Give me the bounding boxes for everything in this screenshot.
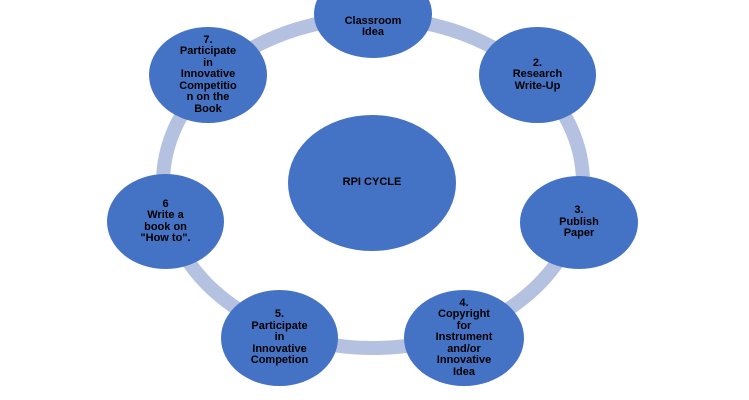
step-node-write-book: 6 Write a book on "How to".: [107, 174, 224, 269]
step-label-copyright: 4. Copyright for Instrument and/or Innov…: [435, 296, 493, 378]
step-label-research-write-up: 2. Research Write-Up: [512, 56, 563, 92]
step-label-write-book: 6 Write a book on "How to".: [140, 197, 191, 244]
step-node-research-write-up: 2. Research Write-Up: [479, 27, 596, 123]
center-label: RPI CYCLE: [342, 176, 402, 189]
center-node: RPI CYCLE: [288, 115, 456, 251]
step-node-book-competition: 7. Participate in Innovative Competitio …: [149, 27, 267, 123]
step-label-participate-competition: 5. Participate in Innovative Competion: [250, 308, 309, 367]
step-node-publish-paper: 3. Publish Paper: [520, 176, 638, 269]
step-label-book-competition: 7. Participate in Innovative Competitio …: [179, 33, 237, 115]
step-label-classroom-idea: Classroom Idea: [344, 14, 402, 38]
step-node-participate-competition: 5. Participate in Innovative Competion: [221, 290, 338, 386]
step-label-publish-paper: 3. Publish Paper: [559, 204, 599, 240]
step-node-copyright: 4. Copyright for Instrument and/or Innov…: [404, 290, 524, 386]
